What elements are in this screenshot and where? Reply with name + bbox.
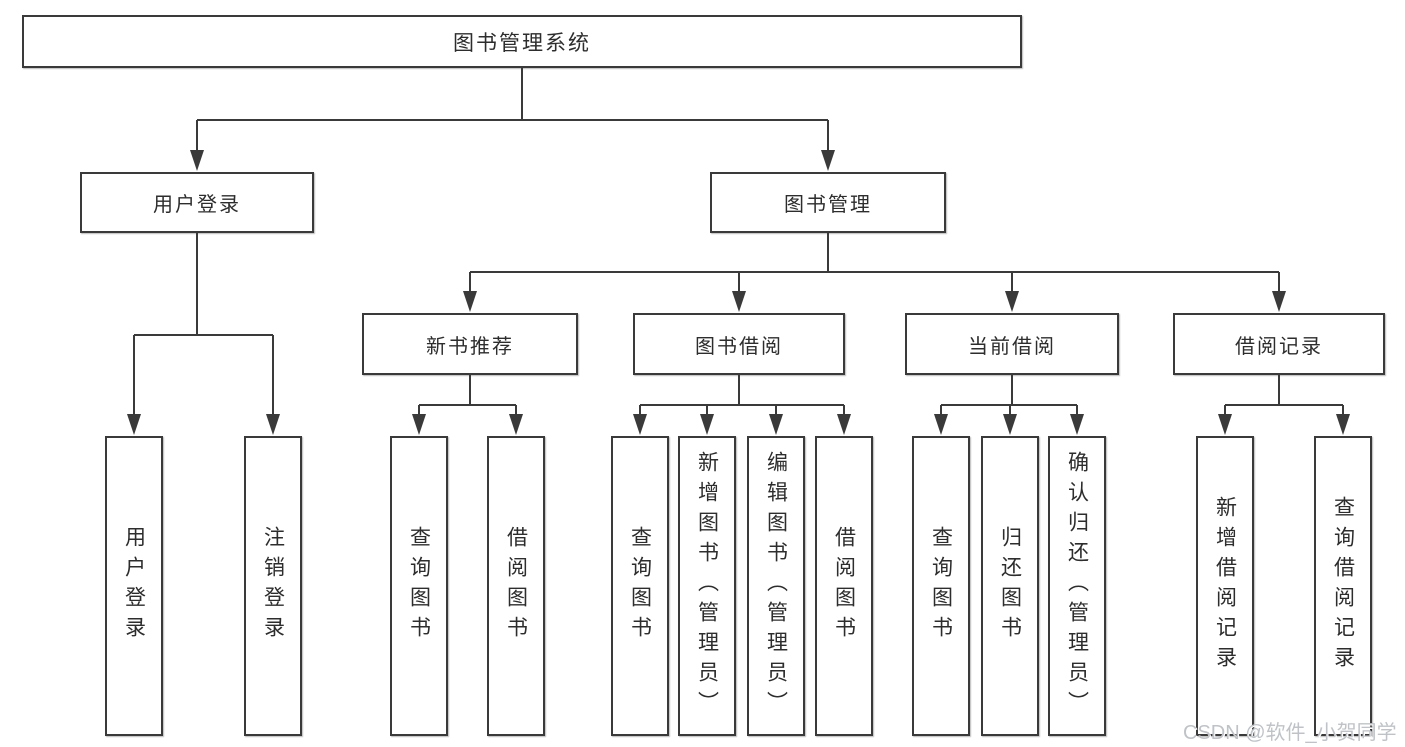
leaf-edit-book-admin: 编辑图书（管理员） xyxy=(747,436,805,736)
leaf-add-borrow-record: 新增借阅记录 xyxy=(1196,436,1254,736)
leaf-logout: 注销登录 xyxy=(244,436,302,736)
node-book-borrow: 图书借阅 xyxy=(633,313,845,375)
leaf-query-borrow-record: 查询借阅记录 xyxy=(1314,436,1372,736)
csdn-watermark: CSDN @软件_小贺同学 xyxy=(1183,722,1397,744)
leaf-borrow-books: 借阅图书 xyxy=(815,436,873,736)
leaf-query-books-borrow: 查询图书 xyxy=(611,436,669,736)
leaf-query-books-current: 查询图书 xyxy=(912,436,970,736)
node-borrow-records: 借阅记录 xyxy=(1173,313,1385,375)
leaf-add-book-admin: 新增图书（管理员） xyxy=(678,436,736,736)
leaf-borrow-books-recommend: 借阅图书 xyxy=(487,436,545,736)
node-book-management: 图书管理 xyxy=(710,172,946,233)
leaf-user-login: 用户登录 xyxy=(105,436,163,736)
node-new-book-recommend: 新书推荐 xyxy=(362,313,578,375)
node-root-system: 图书管理系统 xyxy=(22,15,1022,68)
leaf-return-books: 归还图书 xyxy=(981,436,1039,736)
node-user-login: 用户登录 xyxy=(80,172,314,233)
leaf-confirm-return-admin: 确认归还（管理员） xyxy=(1048,436,1106,736)
leaf-query-books-recommend: 查询图书 xyxy=(390,436,448,736)
node-current-borrow: 当前借阅 xyxy=(905,313,1119,375)
